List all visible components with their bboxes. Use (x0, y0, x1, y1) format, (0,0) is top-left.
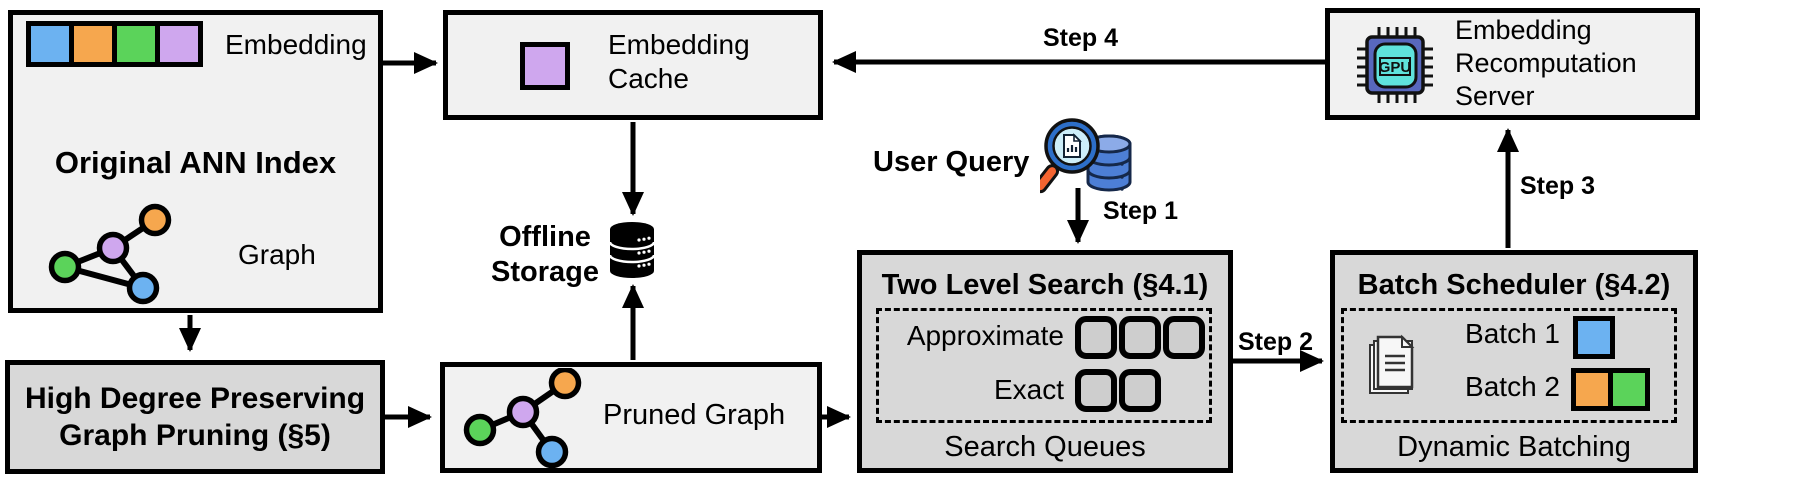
two-level-search-box: Two Level Search (§4.1) Approximate Exac… (857, 250, 1233, 473)
pruned-graph-label: Pruned Graph (603, 399, 786, 431)
embedding-cache-label: Embedding Cache (608, 29, 750, 94)
cached-embedding-icon (520, 42, 570, 90)
dynamic-batching-panel: Batch 1 Batch 2 (1341, 308, 1677, 423)
graph-pruning-title: High Degree Preserving Graph Pruning (§5… (24, 382, 366, 452)
batch1-label: Batch 1 (1465, 318, 1560, 349)
offline-storage-label: Offline Storage (491, 221, 599, 288)
queue-slot-icon (1163, 316, 1205, 359)
queue-slot-icon (1119, 316, 1161, 359)
batch1-icons (1573, 316, 1615, 359)
two-level-search-title: Two Level Search (§4.1) (881, 269, 1209, 301)
search-queues-caption: Search Queues (944, 431, 1146, 463)
original-ann-index-box: Embedding Original ANN Index Graph (8, 10, 383, 313)
step3-label: Step 3 (1520, 172, 1596, 200)
gpu-icon-label: GPU (1379, 59, 1412, 76)
batch1-query-blue (1573, 316, 1615, 359)
batch-scheduler-box: Batch Scheduler (§4.2) Batch 1 Batch 2 D… (1330, 250, 1698, 473)
recomputation-server-box: GPU Embedding Recomputation Server (1325, 8, 1700, 120)
queue-slot-icon (1075, 369, 1117, 412)
graph-pruning-box: High Degree Preserving Graph Pruning (§5… (5, 360, 385, 474)
queue-slot-icon (1119, 369, 1161, 412)
embedding-cell-purple (155, 21, 203, 67)
embedding-vector-icon (26, 21, 203, 67)
batch2-query-orange (1571, 368, 1613, 411)
database-icon (608, 222, 656, 278)
embedding-cell-orange (69, 21, 117, 67)
original-ann-index-title: Original ANN Index (54, 145, 337, 180)
exact-queue-icons (1075, 369, 1161, 412)
pruned-graph-box: Pruned Graph (440, 362, 822, 473)
gpu-icon: GPU (1357, 27, 1433, 103)
graph-label: Graph (238, 239, 316, 270)
step4-label: Step 4 (1043, 24, 1119, 52)
embedding-cell-green (112, 21, 160, 67)
batch2-icons (1571, 368, 1650, 411)
batch-scheduler-title: Batch Scheduler (§4.2) (1357, 269, 1671, 301)
graph-icon (48, 203, 172, 305)
batch2-label: Batch 2 (1465, 371, 1560, 402)
embedding-label: Embedding (225, 29, 367, 60)
user-query-label: User Query (873, 146, 1030, 178)
queue-slot-icon (1075, 316, 1117, 359)
exact-label: Exact (993, 374, 1064, 405)
approximate-queue-icons (1075, 316, 1205, 359)
query-search-icon (1040, 118, 1132, 194)
embedding-cell-blue (26, 21, 74, 67)
dynamic-batching-caption: Dynamic Batching (1397, 431, 1631, 463)
step1-label: Step 1 (1103, 197, 1179, 225)
search-queues-panel: Approximate Exact (876, 308, 1212, 423)
step2-label: Step 2 (1238, 328, 1314, 356)
embedding-cache-box: Embedding Cache (443, 10, 823, 120)
pruned-graph-icon (463, 368, 582, 468)
documents-icon (1369, 334, 1415, 394)
recomputation-server-label: Embedding Recomputation Server (1455, 15, 1637, 111)
batch2-query-green (1608, 368, 1650, 411)
approximate-label: Approximate (906, 320, 1064, 351)
